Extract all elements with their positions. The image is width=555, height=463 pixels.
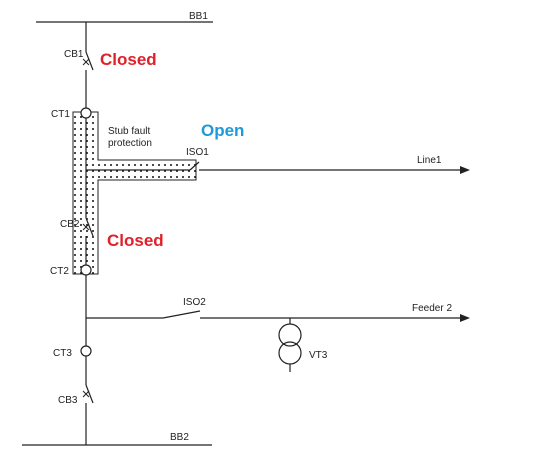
- cb2-state: Closed: [107, 231, 164, 250]
- feeder2-label: Feeder 2: [412, 303, 452, 314]
- cb3-symbol: [85, 384, 94, 404]
- cb3-label: CB3: [58, 395, 78, 406]
- bb1-label: BB1: [189, 11, 208, 22]
- iso1-label: ISO1: [186, 147, 209, 158]
- iso2-symbol: [162, 310, 201, 319]
- cb2-symbol: [85, 217, 94, 237]
- stub-protection-zone: [72, 111, 197, 275]
- ct2-label: CT2: [50, 266, 69, 277]
- ct1-symbol: [80, 107, 92, 119]
- zone-label-line2: protection: [108, 138, 152, 149]
- cb2-label: CB2: [60, 219, 80, 230]
- vt3-symbol: [278, 323, 302, 347]
- vt3-label: VT3: [309, 350, 328, 361]
- cb1-symbol: [85, 51, 94, 71]
- line1-arrow: [460, 166, 470, 174]
- cb1-label: CB1: [64, 49, 84, 60]
- ct3-label: CT3: [53, 348, 72, 359]
- bb2-label: BB2: [170, 432, 189, 443]
- iso1-state: Open: [201, 121, 244, 140]
- zone-label-line1: Stub fault: [108, 126, 150, 137]
- ct2-symbol: [80, 264, 92, 276]
- ct1-label: CT1: [51, 109, 70, 120]
- iso2-label: ISO2: [183, 297, 206, 308]
- feeder2-arrow: [460, 314, 470, 322]
- ct3-symbol: [80, 345, 92, 357]
- line1-label: Line1: [417, 155, 442, 166]
- iso1-symbol: [189, 161, 200, 171]
- cb1-state: Closed: [100, 50, 157, 69]
